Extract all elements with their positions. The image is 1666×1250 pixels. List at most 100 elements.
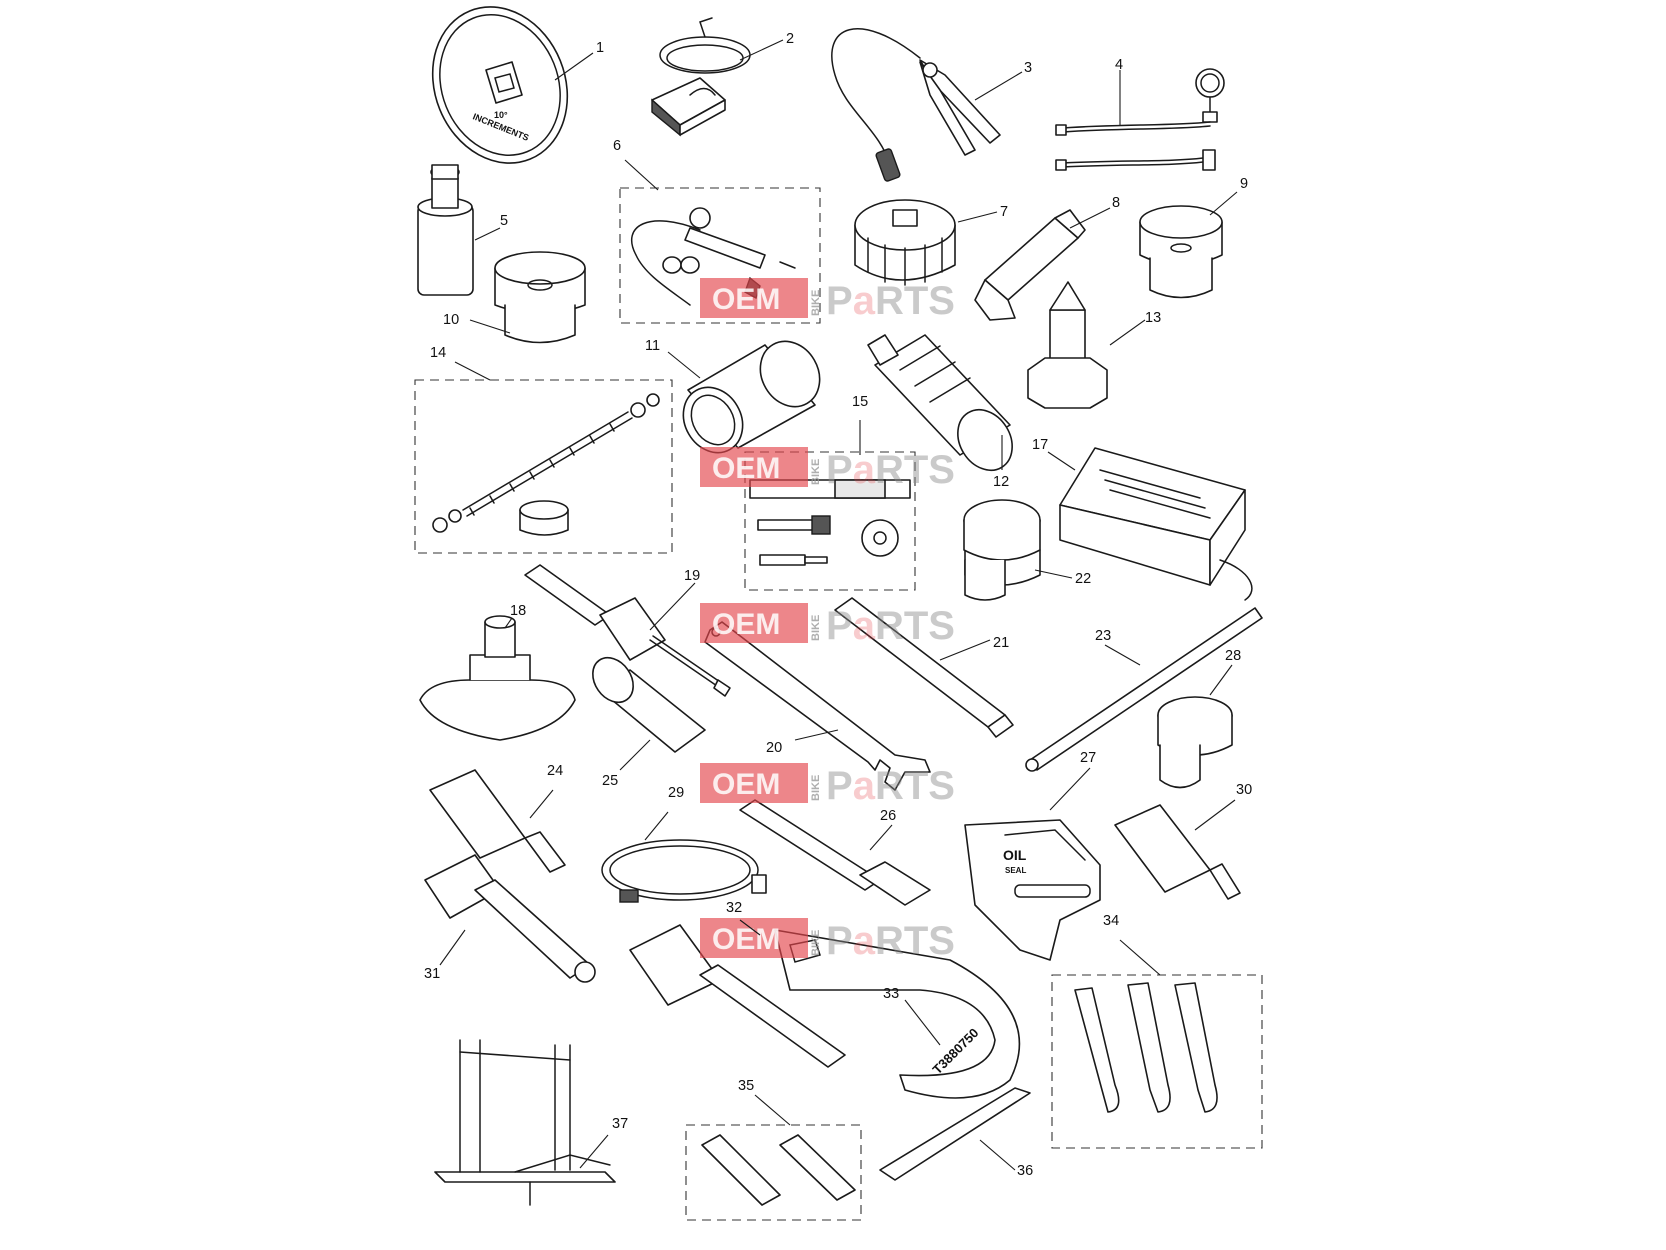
watermark-red-box: [700, 447, 808, 487]
watermark-red-box: [700, 278, 808, 318]
watermark-oem-text: OEM: [712, 923, 780, 956]
tool-37-work-stand: [434, 1039, 616, 1206]
tool-22-stepped-driver: [963, 499, 1041, 601]
tool-3-hose-clamp-pliers: [831, 28, 1001, 182]
callout-35: 35: [738, 1078, 754, 1094]
callout-17: 17: [1032, 437, 1048, 453]
tool-28-stepped-driver: [1157, 696, 1233, 789]
watermark-red-box: [700, 918, 808, 958]
watermark-bike-text: BIKE: [810, 615, 822, 641]
watermark-red-box: [700, 763, 808, 803]
callout-15: 15: [852, 394, 868, 410]
tool-12-slide-socket: [867, 334, 1013, 471]
callout-32: 32: [726, 900, 742, 916]
tool-18-pressure-cap: [419, 615, 576, 741]
tool-5-bearing-driver: [417, 164, 474, 296]
watermark-stamp: OEM BIKE PaRTS: [700, 603, 955, 648]
watermark-oem-text: OEM: [712, 768, 780, 801]
watermark-oem-text: OEM: [712, 608, 780, 641]
tool-35-sleeves: [701, 1134, 856, 1206]
tool-4-fuel-pressure-gauge: [1055, 68, 1225, 171]
tool-11-large-socket: [682, 340, 821, 454]
watermark-stamp: OEM BIKE PaRTS: [700, 447, 955, 492]
tool-13-hex-tool: [1027, 281, 1108, 409]
callout-6: 6: [613, 138, 621, 154]
protractor-angle-text: 10°: [494, 110, 508, 120]
callout-5: 5: [500, 213, 508, 229]
watermark-red-box: [700, 603, 808, 643]
callout-13: 13: [1145, 310, 1161, 326]
tool-1-protractor: 10° INCREMENTS: [431, 6, 569, 164]
callout-numbers: 1 2 3 4 5 6 7 8 9 10 11 12 13 14 15 17 1…: [424, 31, 1252, 1179]
callout-36: 36: [1017, 1163, 1033, 1179]
group-box-15: [744, 451, 916, 591]
watermark-bike-text: BIKE: [810, 290, 822, 316]
watermark-bike-text: BIKE: [810, 930, 822, 956]
callout-2: 2: [786, 31, 794, 47]
callout-31: 31: [424, 966, 440, 982]
tool-29-harness-lead: [601, 839, 767, 903]
tool-27-oil-seal-guide: OIL SEAL: [964, 819, 1101, 961]
tool-14-threaded-rod-kit: [432, 393, 660, 536]
tool-19-slide-hammer: [524, 564, 731, 697]
callout-19: 19: [684, 568, 700, 584]
tool-24-adaptor: [429, 769, 566, 873]
watermark-parts-text: PaRTS: [826, 279, 955, 323]
callout-28: 28: [1225, 648, 1241, 664]
tool-36-flat-bar: [879, 1087, 1031, 1181]
callout-26: 26: [880, 808, 896, 824]
oil-seal-seal-text: SEAL: [1005, 866, 1026, 875]
callout-14: 14: [430, 345, 446, 361]
group-box-14: [414, 379, 673, 554]
watermark-oem-text: OEM: [712, 452, 780, 485]
leader-lines: [439, 39, 1238, 1171]
tool-10-bearing-installer: [494, 251, 586, 344]
callout-7: 7: [1000, 204, 1008, 220]
watermark-bike-text: BIKE: [810, 459, 822, 485]
callout-9: 9: [1240, 176, 1248, 192]
callout-37: 37: [612, 1116, 628, 1132]
callout-21: 21: [993, 635, 1009, 651]
tool-2-diagnostic-cable: [651, 17, 751, 137]
tool-15-timing-kit: [749, 479, 911, 566]
tool-23-long-rod: [1025, 607, 1263, 772]
callout-1: 1: [596, 40, 604, 56]
callout-25: 25: [602, 773, 618, 789]
group-box-6: [619, 187, 821, 324]
callout-33: 33: [883, 986, 899, 1002]
watermark-stamp: OEM BIKE PaRTS: [700, 763, 955, 808]
callout-12: 12: [993, 474, 1009, 490]
tool-34-tyre-levers: [1074, 982, 1218, 1113]
tool-21-threaded-bar: [834, 597, 1014, 738]
tool-9-cup-tool: [1139, 205, 1223, 299]
watermark-parts-text: PaRTS: [826, 448, 955, 492]
callout-29: 29: [668, 785, 684, 801]
callout-23: 23: [1095, 628, 1111, 644]
callout-8: 8: [1112, 195, 1120, 211]
tool-25-stepped-adaptor: [592, 656, 706, 753]
tool-26-puller-rod: [739, 799, 931, 906]
callout-22: 22: [1075, 571, 1091, 587]
callout-34: 34: [1103, 913, 1119, 929]
callout-10: 10: [443, 312, 459, 328]
tool-17-charger: [1059, 447, 1253, 601]
callout-24: 24: [547, 763, 563, 779]
watermark-parts-text: PaRTS: [826, 919, 955, 963]
watermark-stamp: OEM BIKE PaRTS: [700, 918, 955, 963]
callout-20: 20: [766, 740, 782, 756]
watermark-parts-text: PaRTS: [826, 764, 955, 808]
tool-8-angled-socket: [974, 209, 1086, 321]
callout-27: 27: [1080, 750, 1096, 766]
callout-30: 30: [1236, 782, 1252, 798]
callout-3: 3: [1024, 60, 1032, 76]
group-box-34: [1051, 974, 1263, 1149]
callout-18: 18: [510, 603, 526, 619]
tool-32-drift: [629, 924, 846, 1068]
watermark-bike-text: BIKE: [810, 775, 822, 801]
tool-7-oil-filter-wrench: [854, 199, 956, 286]
tool-31-drift: [424, 854, 596, 983]
watermark-parts-text: PaRTS: [826, 604, 955, 648]
tool-30-adaptor: [1114, 804, 1241, 900]
